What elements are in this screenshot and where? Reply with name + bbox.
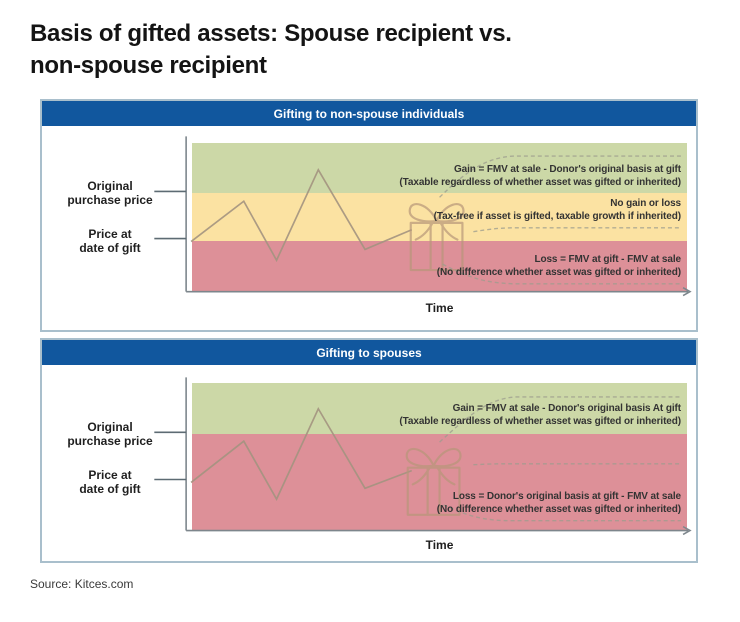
y-label-line: Price at [88, 227, 132, 241]
loss-note: (No difference whether asset was gifted … [436, 504, 681, 515]
y-label-line: purchase price [67, 193, 153, 207]
no-gain-formula: No gain or loss [610, 198, 681, 209]
page-title-line1: Basis of gifted assets: Spouse recipient… [30, 20, 512, 47]
panel-nonspouse-header: Gifting to non-spouse individuals [42, 101, 696, 126]
loss-formula: Loss = FMV at gift - FMV at sale [534, 254, 681, 265]
y-label-line: date of gift [79, 482, 141, 496]
loss-annotation: Loss = Donor's original basis at gift - … [351, 490, 681, 516]
panel-spouse-header: Gifting to spouses [42, 340, 696, 365]
loss-formula: Loss = Donor's original basis at gift - … [452, 491, 681, 502]
gain-annotation: Gain = FMV at sale - Donor's original ba… [351, 163, 681, 189]
x-axis-label-time: Time [425, 301, 454, 315]
y-label-line: Price at [88, 468, 132, 482]
y-label-line: Original [87, 179, 133, 193]
gain-annotation: Gain = FMV at sale - Donor's original ba… [351, 402, 681, 428]
page-title-line2: non-spouse recipient [30, 52, 267, 79]
no-gain-annotation: No gain or loss (Tax-free if asset is gif… [351, 197, 682, 223]
gain-note: (Taxable regardless of whether asset was… [399, 177, 681, 188]
x-axis-label-time: Time [425, 538, 454, 552]
gain-formula: Gain = FMV at sale - Donor's original ba… [453, 164, 681, 175]
panel-spouse: Gifting to spouses [40, 338, 698, 563]
gain-note: (Taxable regardless of whether asset was… [399, 416, 681, 427]
loss-note: (No difference whether asset was gifted … [436, 267, 681, 278]
page-title: Basis of gifted assets: Spouse recipient… [30, 18, 512, 82]
source-credit: Source: Kitces.com [30, 577, 134, 591]
y-label-line: date of gift [79, 241, 141, 255]
y-label-line: Original [87, 420, 133, 434]
gain-formula: Gain = FMV at sale - Donor's original ba… [452, 403, 681, 414]
y-label-line: purchase price [67, 434, 153, 448]
loss-annotation: Loss = FMV at gift - FMV at sale (No diff… [351, 253, 681, 279]
no-gain-note: (Tax-free if asset is gifted, taxable gr… [433, 211, 682, 222]
panel-nonspouse: Gifting to non-spouse individuals [40, 99, 698, 332]
